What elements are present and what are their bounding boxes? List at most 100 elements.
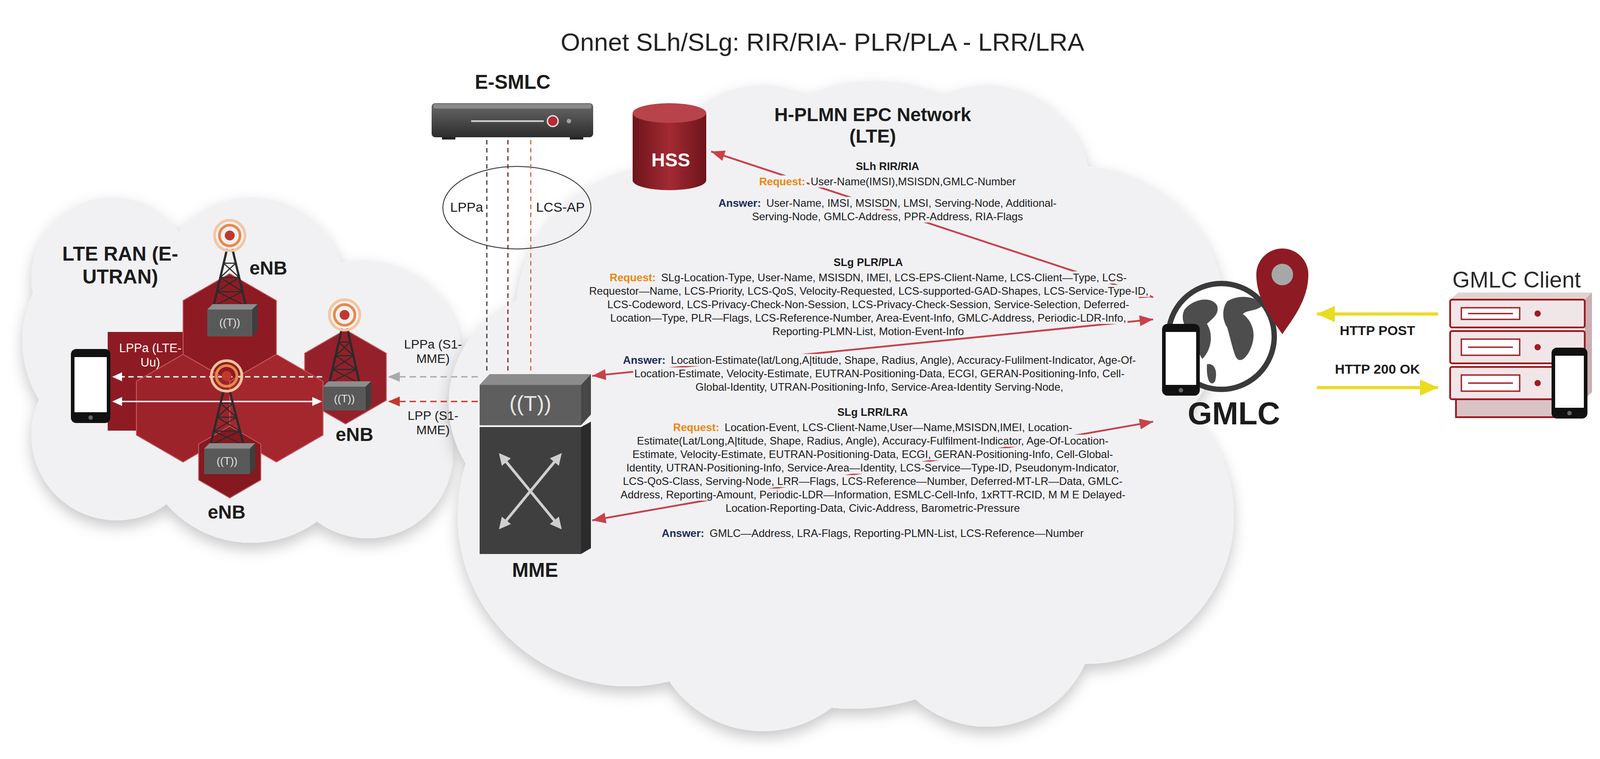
diagram-title: Onnet SLh/SLg: RIR/RIA- PLR/PLA - LRR/LR… (463, 27, 1182, 57)
message-block: Request:Location-Event, LCS-Client-Name,… (619, 420, 1127, 516)
edge-label: LPP (S1-MME) (392, 408, 474, 438)
server-rack-part (1461, 307, 1520, 320)
network-cloud-shape-part (448, 80, 1234, 732)
node-label: MME (477, 559, 593, 582)
server-rack-part (1534, 380, 1541, 387)
node-label: eNB (197, 501, 256, 524)
connector (388, 376, 478, 378)
cloud-outline (22, 197, 463, 543)
enb-tower-part (220, 263, 237, 278)
enb-tower-part (219, 225, 241, 246)
arrowhead (112, 372, 123, 382)
globe-icon-part-part (1206, 363, 1217, 384)
cloud-outline-part (879, 511, 1095, 727)
enb-node-shape (314, 296, 389, 447)
text-slot: eNB (249, 257, 295, 280)
node-label: eNB (323, 424, 386, 446)
text-slot: E-SMLC (428, 70, 597, 94)
message-block: LPPa (LTE-Uu) (116, 340, 184, 370)
text-slot: ((T)) (207, 316, 253, 329)
enb-tower-part (216, 365, 237, 387)
arrowhead (1420, 379, 1439, 396)
icon-glyph: LPPa (446, 199, 487, 216)
text-slot: LTE RAN (E-UTRAN) (46, 242, 195, 289)
message-text: Location-Estimate(lat/Long,A|titude, Sha… (633, 354, 1138, 394)
enb-tower-part (217, 416, 237, 419)
enb-tower-part (221, 371, 232, 381)
message-keyword: Answer: (660, 527, 706, 540)
node-label: E-SMLC (428, 70, 597, 94)
gateway-node: GMLC (1153, 244, 1317, 433)
enb-node-shape-part (204, 360, 256, 475)
connector (507, 139, 509, 373)
text-slot: GMLC Client (1438, 267, 1596, 294)
database-node: HSS (630, 100, 712, 193)
location-pin-part (1256, 248, 1309, 335)
text-slot: HSS (630, 149, 712, 171)
connector (486, 139, 488, 373)
server-appliance-part (547, 115, 559, 127)
enb-tower-part (217, 417, 241, 432)
enb-tower-part (211, 360, 242, 392)
server-appliance-part (566, 118, 572, 124)
enb-tower-part (338, 342, 354, 357)
enb-tower (204, 360, 256, 475)
cloud-outline-part (650, 507, 875, 732)
switch-icon-part (479, 374, 591, 385)
message-block: Answer:Location-Estimate(lat/Long,A|titu… (621, 353, 1138, 394)
switch-node: ((T)) MME (477, 372, 593, 584)
phone-icon (1551, 347, 1588, 419)
text-slot: ((T)) (479, 391, 582, 416)
switch-icon (479, 374, 591, 555)
message-text: LPPa (LTE-Uu) (117, 341, 183, 370)
node-label: HSS (630, 149, 712, 171)
server-rack-part (1461, 339, 1520, 356)
text-slot: H-PLMN EPC Network (LTE) (756, 104, 990, 148)
gateway-node-shape-part (1162, 248, 1309, 396)
cell-hexagons (107, 273, 387, 499)
enb-tower-part (329, 369, 357, 384)
connector (388, 401, 478, 403)
connector (1316, 312, 1439, 316)
edge-label-slot: HTTP 200 OK (1305, 361, 1450, 378)
message-keyword: SLg PLR/PLA (832, 256, 905, 269)
arrowhead (549, 453, 562, 466)
enb-tower-part (204, 448, 250, 475)
text-slot: eNB (323, 424, 386, 446)
phone-icon-part (1551, 347, 1588, 419)
arrowhead (498, 516, 512, 530)
connector-group (530, 139, 532, 373)
location-pin (1256, 248, 1309, 335)
phone-icon-part (1555, 355, 1584, 408)
enb-tower-part (365, 381, 372, 411)
switch-icon-part (479, 384, 582, 426)
connector (1316, 386, 1439, 390)
enb-tower-part (323, 381, 372, 387)
client-node: GMLC Client (1438, 264, 1596, 422)
enb-tower-part (213, 291, 243, 307)
icon-glyph: ((T)) (323, 392, 366, 406)
enb-tower (323, 299, 372, 411)
cell-hexagons-part (198, 426, 262, 499)
enb-tower-part (224, 230, 235, 241)
database-node-shape (630, 100, 712, 193)
phone-icon-part (1567, 410, 1572, 416)
enb-node: ((T)) eNB (201, 215, 297, 341)
enb-tower-part (207, 304, 258, 310)
arrowhead (1316, 306, 1335, 323)
node-label: LCS-AP (533, 199, 588, 216)
database-cylinder-part (632, 103, 707, 123)
connector-group (1316, 306, 1439, 323)
server-appliance-part (431, 103, 594, 138)
enb-tower-part (329, 299, 360, 331)
enb-tower-part (335, 342, 351, 357)
server-appliance-part (471, 120, 544, 123)
message-block: Answer:User-Name, IMSI, MSISDN, LMSI, Se… (712, 196, 1063, 224)
message-block: SLg PLR/PLA (733, 255, 1003, 270)
icon-glyph: ((T)) (207, 316, 253, 329)
switch-icon-part (581, 421, 591, 555)
message-block: Answer:GMLC—Address, LRA-Flags, Reportin… (603, 526, 1142, 541)
enb-tower-part (214, 430, 241, 433)
enb-tower-part (217, 291, 247, 307)
node-label: GMLC (1162, 395, 1306, 433)
